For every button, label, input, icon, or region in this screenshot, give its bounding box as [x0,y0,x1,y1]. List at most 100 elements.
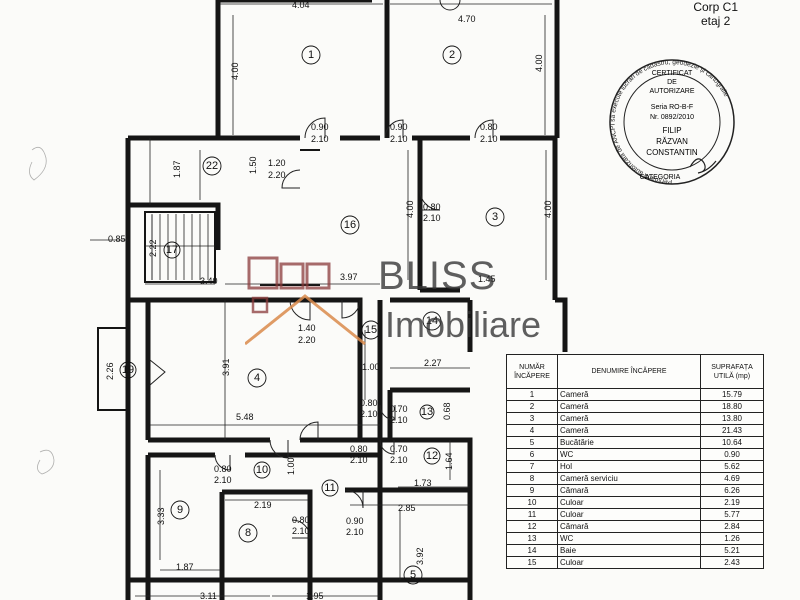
dim-label: 4.00 [543,200,553,218]
stamp-line: CONSTANTIN [646,148,698,157]
dim-label: 2.20 [298,335,316,345]
dim-label: 0.80 [480,122,498,132]
dim-label: 1.64 [444,452,454,470]
cell-room-name: Culoar [557,508,701,521]
cell-room-number: 10 [506,496,558,509]
dim-label: 1.45 [478,274,496,284]
dim-label: 0.70 [390,404,408,414]
dim-label: 4.00 [405,200,415,218]
cell-room-number: 4 [506,424,558,437]
dim-label: 2.10 [423,213,441,223]
margin-marks [29,146,55,475]
dim-label: 0.80 [360,398,378,408]
cell-room-name: Hol [557,460,701,473]
room-number: 11 [324,482,335,494]
dim-label: 2.10 [390,134,408,144]
col-header-name: DENUMIRE ÎNCĂPERE [557,354,701,389]
dimension-lines [90,3,552,597]
dim-label: 1.20 [268,158,286,168]
cell-room-area: 5.62 [700,460,764,473]
cell-room-area: 5.21 [700,544,764,557]
room-number: 17 [166,244,178,256]
dim-label: 2.19 [254,500,272,510]
cell-room-area: 18.80 [700,400,764,413]
room-number: 4 [254,372,260,384]
cell-room-name: Cameră [557,412,701,425]
room-number: 15 [365,324,377,336]
dim-label: 1.00 [286,457,296,475]
dim-label: 3.97 [340,272,358,282]
cell-room-name: Cameră [557,388,701,401]
dim-label: 0.90 [390,122,408,132]
dim-label: 0.68 [442,402,452,420]
col-header-area: SUPRAFAȚA UTILĂ (mp) [700,354,764,389]
cell-room-area: 2.84 [700,520,764,533]
cell-room-number: 14 [506,544,558,557]
dim-label: 4.04 [292,0,310,10]
dim-label: 5.48 [236,412,254,422]
cell-room-area: 5.77 [700,508,764,521]
dim-label: 1.40 [298,323,316,333]
room-number: 12 [426,450,438,462]
stamp-line: DE [667,79,677,86]
dim-label: 0.90 [346,516,364,526]
dim-label: 1.95 [306,591,324,600]
room-number: 2 [449,49,455,61]
dim-label: 2.10 [311,134,329,144]
door-swings [149,0,494,539]
dim-label: 2.10 [214,475,232,485]
dim-label: 0.80 [350,444,368,454]
watermark-word2: Imobiliare [385,304,542,345]
dim-label: 2.85 [398,503,416,513]
dim-label: 1.87 [176,562,194,572]
cell-room-area: 0.90 [700,448,764,461]
dim-label: 1.73 [414,478,432,488]
cell-room-name: WC [557,532,701,545]
dim-label: 0.70 [390,444,408,454]
col-header-number: NUMĂR ÎNCĂPERE [506,354,558,389]
cell-room-area: 2.43 [700,556,764,569]
dim-label: 3.33 [156,507,166,525]
cell-room-number: 6 [506,448,558,461]
cell-room-area: 2.19 [700,496,764,509]
dim-label: 4.00 [230,62,240,80]
dim-label: 0.85 [108,234,126,244]
cell-room-name: Cameră serviciu [557,472,701,485]
room-number: 14 [426,315,438,327]
cell-room-number: 11 [506,508,558,521]
room-markers: 1 2 3 4 5 8 9 10 11 12 13 14 15 16 17 19… [119,45,505,585]
sheet-header: Corp C1 etaj 2 [693,0,738,28]
room-number: 3 [492,211,498,223]
cell-room-number: 13 [506,532,558,545]
cell-room-name: Cămară [557,520,701,533]
floor-label: etaj 2 [700,14,731,28]
dim-label: 2.10 [360,409,378,419]
house-logo-icon [245,256,366,346]
cell-room-area: 13.80 [700,412,764,425]
watermark-word1: BLISS [378,254,497,298]
dim-label: 2.20 [268,170,286,180]
room-number: 5 [410,569,416,581]
dim-label: 2.10 [390,455,408,465]
cell-room-name: Baie [557,544,701,557]
cell-room-number: 5 [506,436,558,449]
dim-label: 1.87 [172,160,182,178]
dim-label: 0.80 [214,464,232,474]
room-number: 19 [122,364,134,376]
room-number: 22 [206,160,218,172]
cell-room-number: 2 [506,400,558,413]
stamp-line: AUTORIZARE [650,88,695,95]
dim-label: 4.00 [534,54,544,72]
cell-room-area: 6.26 [700,484,764,497]
dim-label: 2.10 [390,415,408,425]
cell-room-area: 4.69 [700,472,764,485]
cell-room-number: 12 [506,520,558,533]
